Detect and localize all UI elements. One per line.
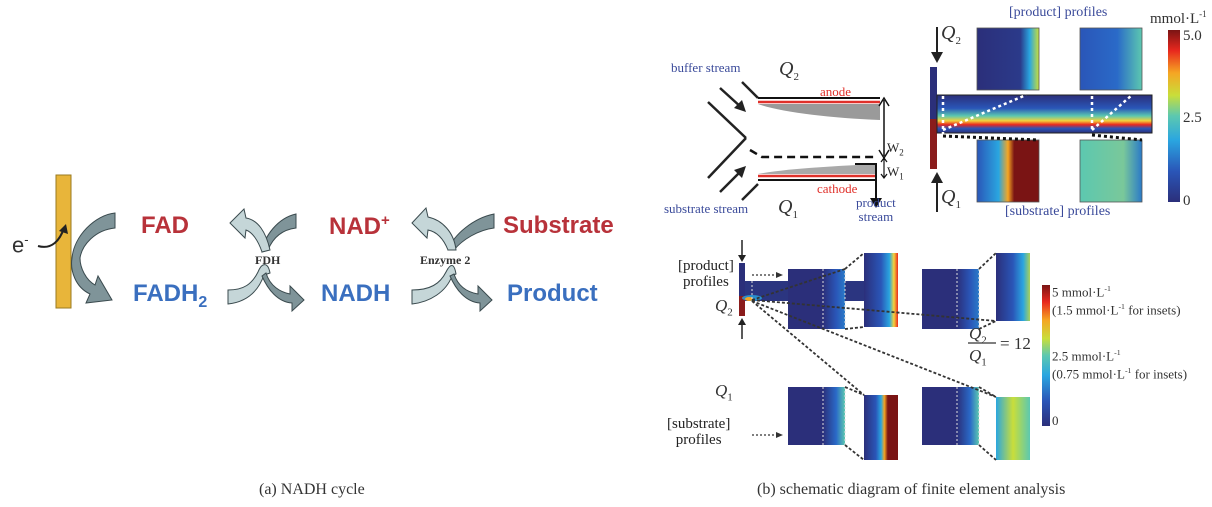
top-colorbar-unit: mmol·L-1 xyxy=(1150,9,1207,27)
top-product-profile-1 xyxy=(976,27,1040,91)
nadh-label: NADH xyxy=(321,280,391,307)
fdh-enzyme-label: FDH xyxy=(255,253,281,267)
bottom-product-profile-2 xyxy=(922,253,1030,329)
substrate-profiles-label: [substrate] profiles xyxy=(1005,204,1111,219)
cathode-label: cathode xyxy=(817,181,858,196)
buffer-inlet-arrow-icon xyxy=(719,87,746,112)
panel-a-arrows xyxy=(37,174,495,313)
bottom-simulation-heatmap xyxy=(738,240,1050,461)
bottom-product-profiles-label: [product]profiles xyxy=(678,258,734,290)
top-q1-label: Q1 xyxy=(941,186,961,211)
top-colorbar-tick-mid: 2.5 xyxy=(1183,110,1202,126)
q2-label: Q2 xyxy=(779,58,799,83)
bottom-q1-label: Q1 xyxy=(715,381,733,404)
anode-label: anode xyxy=(820,84,852,99)
q1-label: Q1 xyxy=(778,196,798,221)
enzyme2-label: Enzyme 2 xyxy=(420,253,471,267)
bottom-q2-arrow-icon xyxy=(738,240,746,262)
enzyme2-arrow-cross-icon xyxy=(411,206,495,313)
top-colorbar-tick-max: 5.0 xyxy=(1183,28,1202,44)
channel-schematic-drawing xyxy=(707,81,890,208)
bottom-q1-arrow-icon xyxy=(738,318,746,339)
top-colorbar xyxy=(1168,30,1180,202)
bottom-substrate-profile-2 xyxy=(922,387,1030,460)
nad-plus-label: NAD+ xyxy=(329,212,390,240)
substrate-inlet-arrow-icon xyxy=(719,166,746,193)
ratio-denominator: Q1 xyxy=(969,346,987,369)
substrate-stream-label: substrate stream xyxy=(664,201,749,216)
fadh2-label: FADH2 xyxy=(133,280,208,311)
top-product-profile-2 xyxy=(1079,27,1143,91)
bottom-substrate-profile-1 xyxy=(788,387,898,460)
electrode-curved-arrow-icon xyxy=(71,212,116,304)
w1-dimension-arrow-icon xyxy=(880,157,888,179)
electrode-bar xyxy=(55,174,72,309)
top-substrate-profile-1 xyxy=(976,139,1040,203)
top-colorbar-tick-min: 0 xyxy=(1183,193,1191,209)
product-label: Product xyxy=(507,280,598,307)
panel-b-caption: (b) schematic diagram of finite element … xyxy=(757,481,1066,498)
ratio-numerator: Q2 xyxy=(969,324,987,347)
substrate-label: Substrate xyxy=(503,212,614,239)
bottom-colorbar xyxy=(1042,285,1050,426)
panel-a-caption: (a) NADH cycle xyxy=(259,481,365,498)
top-q1-arrow-icon xyxy=(931,172,943,212)
substrate-profiles-pointer-icon xyxy=(752,432,783,438)
ratio-value: = 12 xyxy=(1000,334,1031,353)
bottom-colorbar-label-min: 0 xyxy=(1052,413,1059,428)
fdh-arrow-cross-icon xyxy=(227,208,305,313)
w1-label: W1 xyxy=(887,164,904,182)
bottom-substrate-profiles-label: [substrate]profiles xyxy=(667,416,731,448)
top-q2-label: Q2 xyxy=(941,22,961,47)
top-channel-heatmap xyxy=(936,94,1153,134)
top-q2-arrow-icon xyxy=(931,27,943,63)
bottom-colorbar-label-max: 5 mmol·L-1 (1.5 mmol·L-1 for insets) xyxy=(1052,284,1181,318)
product-profiles-label: [product] profiles xyxy=(1009,5,1108,20)
electron-label: e- xyxy=(12,232,29,258)
product-outlet-arrow-icon xyxy=(855,163,882,208)
top-substrate-profile-2 xyxy=(1079,139,1143,203)
bottom-product-profile-1 xyxy=(788,253,898,329)
w2-label: W2 xyxy=(887,140,904,158)
fad-label: FAD xyxy=(141,212,189,239)
bottom-q2-label: Q2 xyxy=(715,296,733,319)
top-simulation-heatmap xyxy=(930,27,1180,212)
bottom-colorbar-label-mid: 2.5 mmol·L-1 (0.75 mmol·L-1 for insets) xyxy=(1052,348,1188,382)
product-profiles-pointer-icon xyxy=(752,272,783,278)
buffer-stream-label: buffer stream xyxy=(671,60,741,75)
